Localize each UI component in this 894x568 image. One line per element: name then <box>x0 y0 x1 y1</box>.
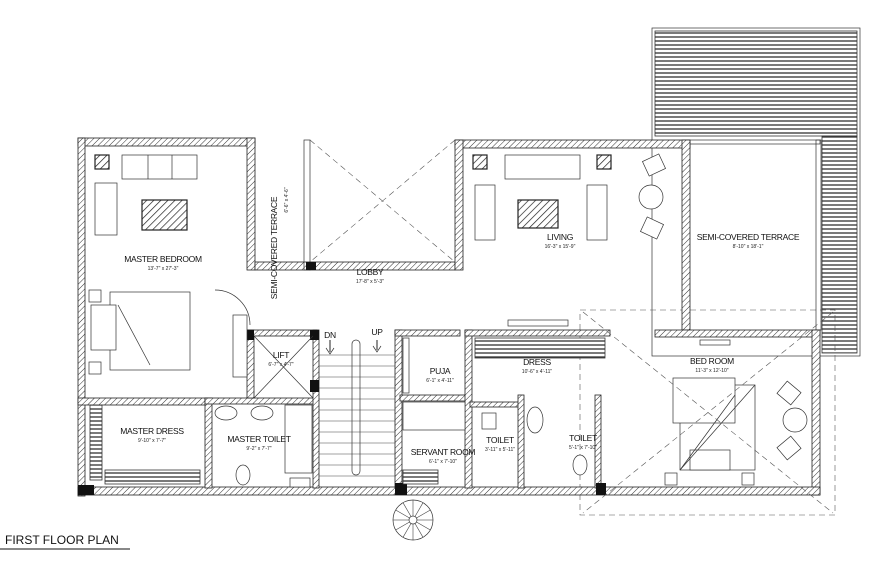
room-name: TOILET <box>486 435 514 445</box>
staircase[interactable] <box>319 339 395 477</box>
room-dim: 6'-1" x 7'-10" <box>429 459 457 465</box>
spiral-tread <box>402 523 412 538</box>
master-bedroom-furniture <box>88 154 251 378</box>
room-dim: 5'-1" x 7'-10" <box>569 445 597 451</box>
room-name: DRESS <box>523 357 551 367</box>
stair-down-label: DN <box>324 330 336 340</box>
living-furniture <box>472 153 667 241</box>
room-name: SEMI-COVERED TERRACE <box>269 196 279 299</box>
spiral-tread <box>416 509 431 519</box>
drawing-title: FIRST FLOOR PLAN <box>5 533 119 547</box>
room-dim: 3'-11" x 5'-11" <box>485 447 515 453</box>
spiral-tread <box>414 502 424 517</box>
room-name: LIFT <box>273 350 289 360</box>
room-name: PUJA <box>430 366 451 376</box>
room-name: MASTER DRESS <box>120 426 184 436</box>
room-name: TOILET <box>569 433 597 443</box>
room-dim: 17'-8" x 5'-3" <box>356 279 384 285</box>
spiral-tread <box>402 502 412 517</box>
spiral-tread <box>395 521 410 531</box>
room-dim: 8'-10" x 18'-1" <box>733 244 764 250</box>
bedroom-furniture <box>582 311 834 514</box>
room-name: LIVING <box>547 232 573 242</box>
room-labels: MASTER BEDROOM 13'-7" x 27'-3" SEMI-COVE… <box>120 187 800 465</box>
spiral-staircase[interactable] <box>392 499 434 541</box>
room-dim: 9'-2" x 7'-7" <box>246 446 271 452</box>
walls <box>77 137 822 497</box>
room-dim: 6'-7" x 4'-7" <box>268 362 293 368</box>
room-dim: 13'-7" x 27'-3" <box>148 266 179 272</box>
room-name: LOBBY <box>357 267 384 277</box>
spiral-tread <box>414 523 424 538</box>
room-dim: 6'-1" x 4'-11" <box>426 378 454 384</box>
open-terrace <box>651 27 861 357</box>
room-dim: 9'-10" x 7'-7" <box>138 438 166 444</box>
lift <box>253 335 314 399</box>
lobby-void <box>309 139 456 263</box>
room-dim: 11'-3" x 12'-10" <box>695 368 728 374</box>
room-name: BED ROOM <box>690 356 734 366</box>
room-dim: 10'-6" x 4'-11" <box>522 369 553 375</box>
room-name: SEMI-COVERED TERRACE <box>697 232 800 242</box>
room-name: MASTER TOILET <box>227 434 290 444</box>
service-fixtures <box>402 319 606 485</box>
room-name: SERVANT ROOM <box>411 447 476 457</box>
spiral-tread <box>416 521 431 531</box>
master-toilet-fixtures <box>89 404 313 488</box>
room-name: MASTER BEDROOM <box>124 254 202 264</box>
room-dim: 6'-6" x 4'-6" <box>284 187 290 212</box>
stair-up-label: UP <box>371 327 383 337</box>
room-dim: 16'-3" x 15'-9" <box>545 244 576 250</box>
spiral-tread <box>395 509 410 519</box>
